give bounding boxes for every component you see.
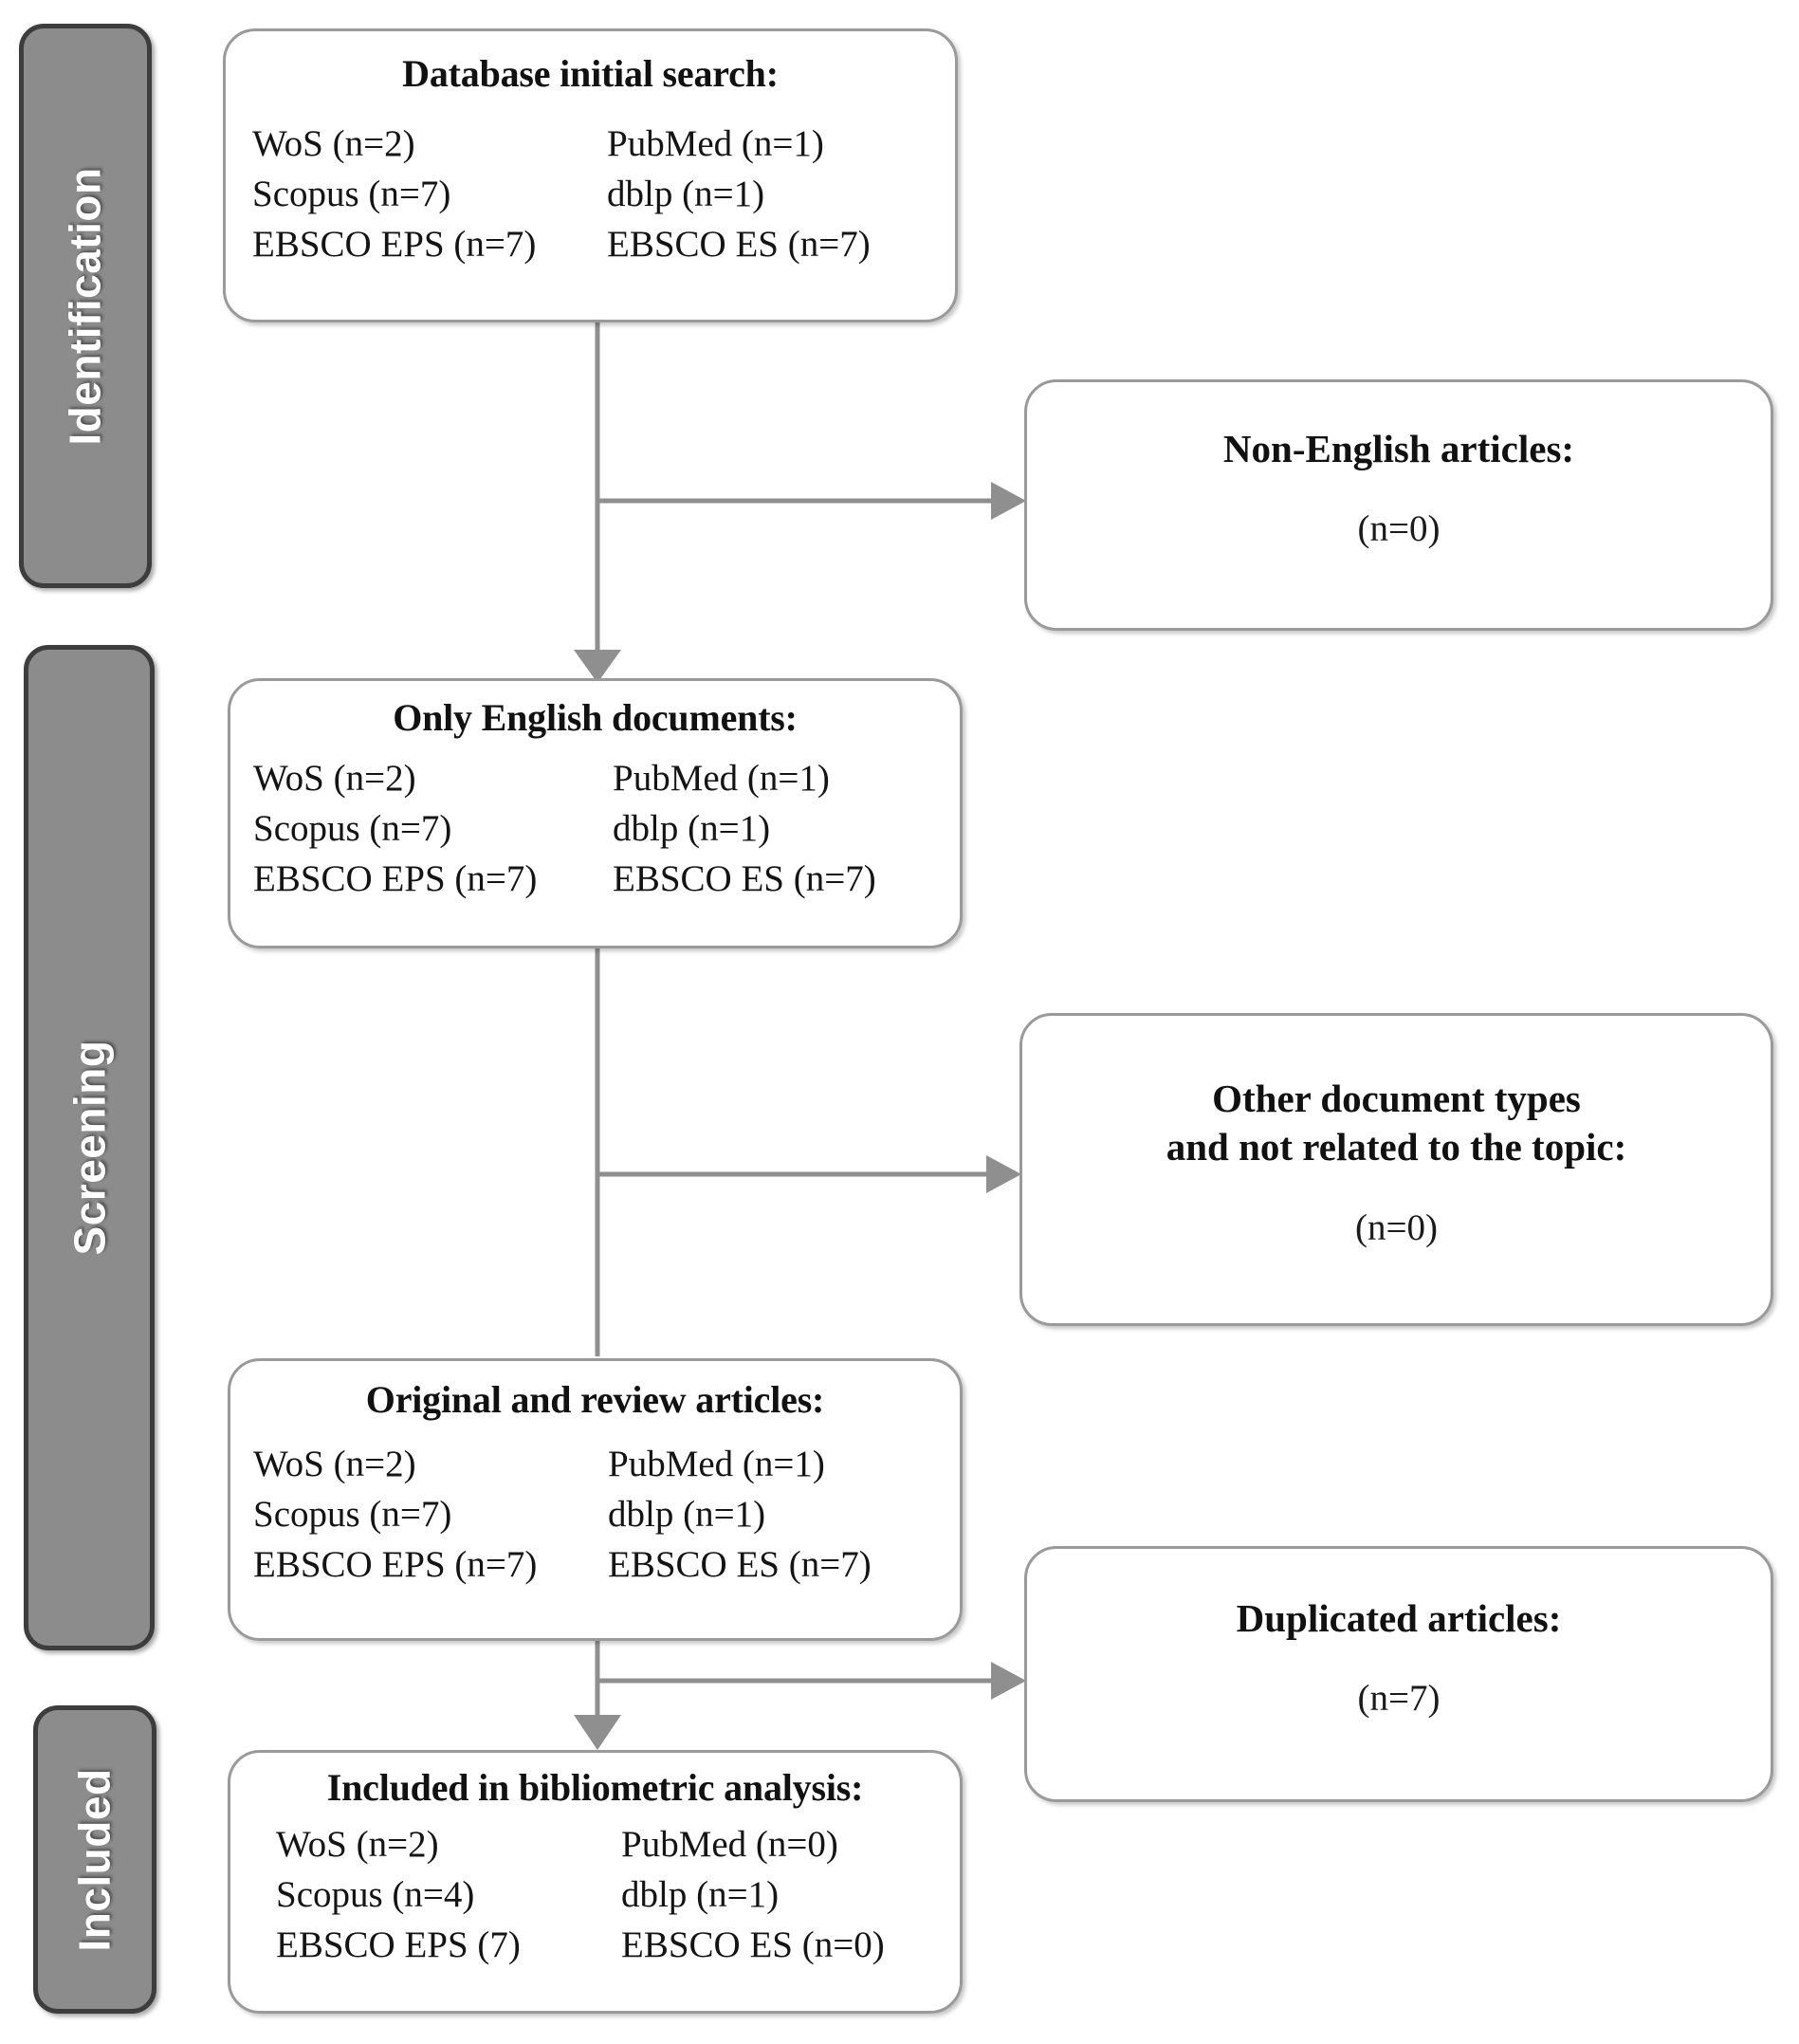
source-value: dblp (n=1) [607, 174, 765, 215]
box-non-english-articles-title: Non-English articles: [1222, 427, 1575, 470]
stage-label-identification: Identification [19, 24, 152, 588]
box-original-and-review-articles-title: Original and review articles: [365, 1378, 825, 1421]
source-value: Scopus (n=7) [253, 1494, 452, 1536]
box-duplicated-articles-content: Duplicated articles: (n=7) [1027, 1594, 1771, 1720]
box-other-document-types: Other document types and not related to … [1019, 1013, 1773, 1326]
source-value: EBSCO EPS (n=7) [253, 1543, 538, 1585]
box-original-and-review-articles: Original and review articles: WoS (n=2) … [228, 1358, 963, 1641]
box-only-english-documents: Only English documents: WoS (n=2) PubMed… [228, 678, 963, 948]
box-non-english-articles-count: (n=0) [1357, 508, 1441, 550]
box-duplicated-articles-count: (n=7) [1357, 1678, 1441, 1720]
arrowhead-to-included [574, 1715, 621, 1750]
source-value: EBSCO EPS (n=7) [253, 857, 538, 899]
box-included-in-bibliometric-analysis: Included in bibliometric analysis: WoS (… [228, 1750, 963, 2014]
box-database-initial-search: Database initial search: WoS (n=2) PubMe… [223, 28, 958, 322]
source-value: Scopus (n=7) [252, 174, 451, 215]
source-value: EBSCO EPS (7) [276, 1924, 521, 1965]
box-non-english-articles: Non-English articles: (n=0) [1024, 379, 1773, 631]
arrowhead-other-doc-types [986, 1155, 1021, 1193]
box-only-english-documents-title: Only English documents: [393, 696, 798, 739]
box-database-initial-search-sources: WoS (n=2) PubMed (n=1) Scopus (n=7) dblp… [252, 120, 955, 268]
source-value: dblp (n=1) [621, 1874, 780, 1916]
box-non-english-articles-content: Non-English articles: (n=0) [1027, 425, 1771, 550]
box-database-initial-search-title: Database initial search: [402, 52, 779, 95]
source-value: PubMed (n=1) [608, 1444, 825, 1485]
source-value: PubMed (n=1) [607, 123, 824, 165]
source-value: EBSCO ES (n=0) [621, 1924, 885, 1965]
source-value: EBSCO EPS (n=7) [252, 223, 537, 265]
box-included-in-bibliometric-analysis-title: Included in bibliometric analysis: [326, 1766, 864, 1809]
source-value: WoS (n=2) [253, 758, 416, 800]
stage-label-screening-text: Screening [64, 1040, 115, 1256]
box-other-document-types-count: (n=0) [1355, 1206, 1438, 1248]
stage-label-included: Included [33, 1705, 156, 2014]
source-value: WoS (n=2) [252, 123, 415, 165]
source-value: WoS (n=2) [276, 1824, 439, 1866]
box-duplicated-articles-title: Duplicated articles: [1236, 1596, 1562, 1640]
box-only-english-documents-sources: WoS (n=2) PubMed (n=1) Scopus (n=7) dblp… [253, 755, 960, 903]
box-original-and-review-articles-sources: WoS (n=2) PubMed (n=1) Scopus (n=7) dblp… [253, 1441, 960, 1589]
source-value: Scopus (n=4) [276, 1874, 475, 1916]
source-value: EBSCO ES (n=7) [608, 1543, 872, 1585]
source-value: dblp (n=1) [613, 808, 771, 850]
source-value: PubMed (n=0) [621, 1824, 838, 1866]
stage-label-screening: Screening [24, 645, 155, 1650]
box-other-document-types-title-line1: Other document types [1212, 1077, 1581, 1120]
source-value: WoS (n=2) [253, 1444, 416, 1485]
source-value: Scopus (n=7) [253, 808, 452, 850]
source-value: PubMed (n=1) [613, 758, 830, 800]
source-value: dblp (n=1) [608, 1494, 766, 1536]
arrowhead-non-english [991, 482, 1026, 520]
source-value: EBSCO ES (n=7) [613, 857, 876, 899]
box-other-document-types-title-line2: and not related to the topic: [1166, 1125, 1627, 1169]
box-included-in-bibliometric-analysis-sources: WoS (n=2) PubMed (n=0) Scopus (n=4) dblp… [276, 1821, 960, 1969]
box-other-document-types-content: Other document types and not related to … [1022, 1075, 1771, 1249]
box-duplicated-articles: Duplicated articles: (n=7) [1024, 1546, 1773, 1802]
source-value: EBSCO ES (n=7) [607, 223, 871, 265]
stage-label-identification-text: Identification [61, 166, 111, 446]
stage-label-included-text: Included [70, 1767, 119, 1952]
arrowhead-duplicated [991, 1662, 1026, 1700]
